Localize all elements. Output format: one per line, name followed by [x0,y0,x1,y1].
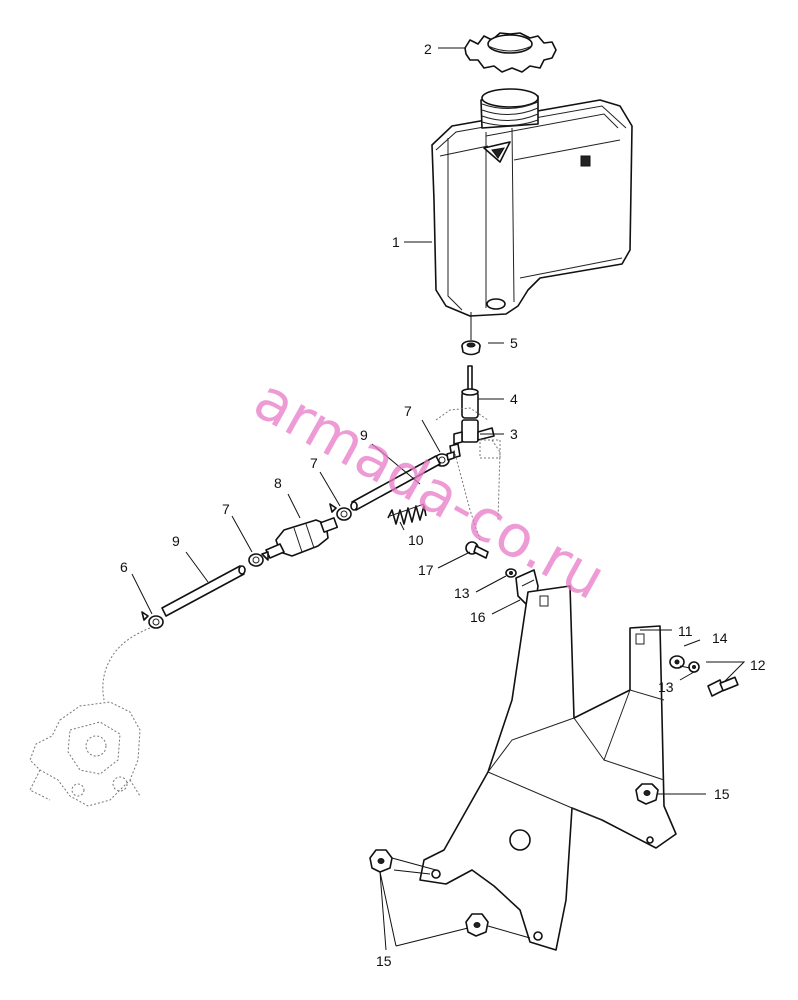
fuel-line-upper [350,455,441,511]
fuel-tank [431,88,633,317]
callout-16: 16 [470,609,486,625]
callout-9-lower: 9 [172,533,180,549]
fuel-filter [265,517,339,559]
callout-10: 10 [408,532,424,548]
callout-8: 8 [274,475,282,491]
callout-3: 3 [510,426,518,442]
callout-15-bottom: 15 [376,953,392,969]
callout-13-lower: 13 [658,679,674,695]
hose-clamp-middle [329,503,352,521]
callout-7-middle: 7 [310,455,318,471]
callout-4: 4 [510,391,518,407]
hose-clamp-lower [248,551,269,567]
nut-bottom [465,913,489,937]
callout-9-upper: 9 [360,427,368,443]
callout-6: 6 [120,559,128,575]
fuel-cap [464,32,557,73]
callout-15-right: 15 [714,786,730,802]
callout-7-upper: 7 [404,403,412,419]
callout-11: 11 [678,623,693,639]
washer-upper [505,568,517,578]
leader-lines [131,47,746,951]
callout-1: 1 [392,234,400,250]
washer-lower [688,661,700,673]
callout-7-lower: 7 [222,501,230,517]
pickup-fitting [461,365,479,419]
bolt [465,541,489,559]
callout-2: 2 [424,41,432,57]
nut-left [369,849,393,873]
mounting-bracket [419,585,677,951]
spring [387,503,427,525]
bolt-12 [707,676,739,697]
hose-clamp-carb [141,611,164,629]
callout-17: 17 [418,562,434,578]
callout-14: 14 [712,630,728,646]
engine-carburetor-ghost [29,627,151,807]
callout-13-upper: 13 [454,585,470,601]
nut-right [635,783,659,805]
callout-12: 12 [750,657,766,673]
callouts: 2 1 5 4 3 7 9 7 8 7 9 6 10 17 13 16 11 1… [120,41,766,969]
grommet [461,340,481,356]
washer-14 [669,655,685,669]
callout-5: 5 [510,335,518,351]
fuel-line-lower [161,565,246,617]
